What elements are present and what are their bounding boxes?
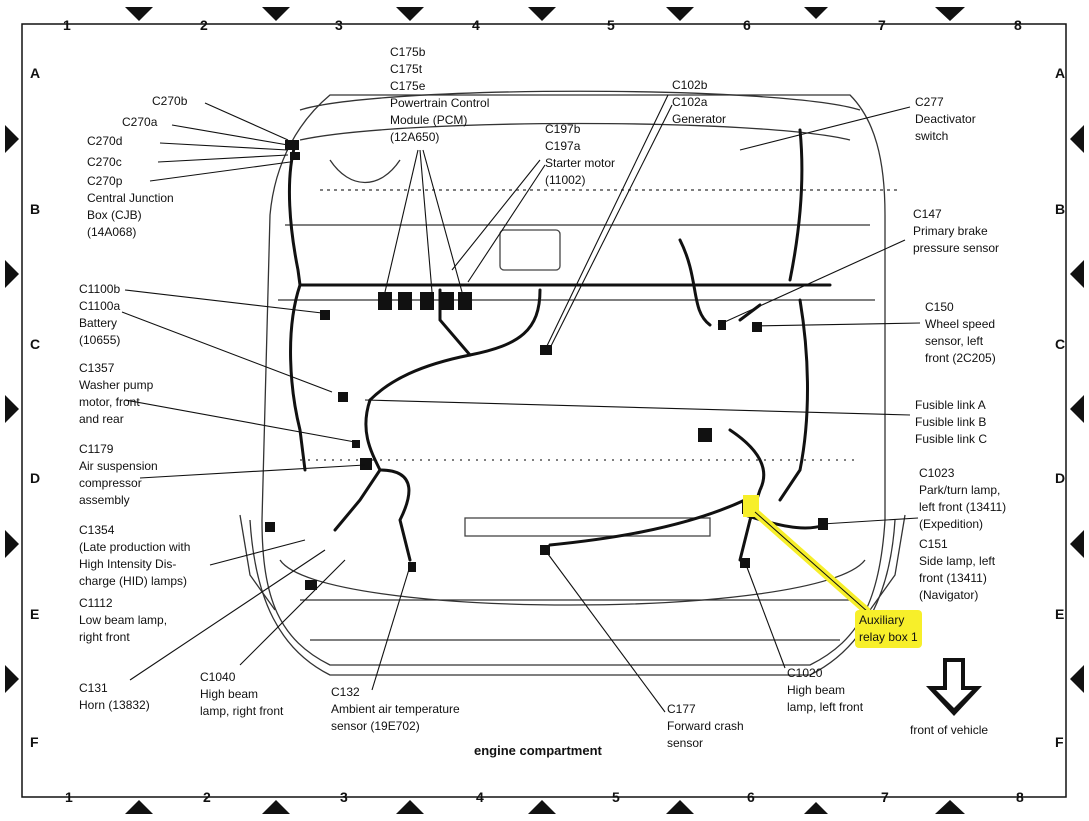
aux-relay-highlight <box>743 495 759 517</box>
label-c1354-hid: C1354 (Late production with High Intensi… <box>79 523 191 588</box>
grid-row-a-right: A <box>1055 65 1066 81</box>
label-c1040-high-beam-right: C1040 High beam lamp, right front <box>200 670 284 718</box>
label-starter-motor: C197b C197a Starter motor (11002) <box>545 122 616 187</box>
wire-harness <box>287 128 832 562</box>
grid-col-3: 3 <box>335 17 343 33</box>
connectors <box>265 140 828 590</box>
grid-row-c: C <box>30 336 41 352</box>
label-auxiliary-relay-box: Auxiliary relay box 1 <box>855 610 922 648</box>
grid-col-3-bottom: 3 <box>340 789 348 805</box>
grid-row-a: A <box>30 65 41 81</box>
front-of-vehicle-label: front of vehicle <box>910 723 989 737</box>
grid-row-d-right: D <box>1055 470 1066 486</box>
label-c270c: C270c <box>87 155 122 169</box>
label-generator: C102b C102a Generator <box>672 78 727 126</box>
grid-col-8-bottom: 8 <box>1016 789 1024 805</box>
grid-col-8: 8 <box>1014 17 1022 33</box>
label-c1020-high-beam-left: C1020 High beam lamp, left front <box>787 666 864 714</box>
grid-col-7-bottom: 7 <box>881 789 889 805</box>
label-c177-crash-sensor: C177 Forward crash sensor <box>667 702 744 750</box>
grid-row-b-right: B <box>1055 201 1066 217</box>
grid-col-4: 4 <box>472 17 480 33</box>
vehicle-outline <box>239 90 906 676</box>
right-grid-markers <box>1070 125 1084 693</box>
aux-relay-leader <box>754 511 869 613</box>
grid-col-1-bottom: 1 <box>65 789 73 805</box>
grid-col-5-bottom: 5 <box>612 789 620 805</box>
grid-row-f-right: F <box>1055 734 1064 750</box>
front-arrow-icon <box>926 658 982 716</box>
label-battery: C1100b C1100a Battery (10655) <box>79 282 121 347</box>
label-fusible-links: Fusible link A Fusible link B Fusible li… <box>915 398 988 446</box>
label-c277-deactivator: C277 Deactivator switch <box>915 95 976 143</box>
grid-row-c-right: C <box>1055 336 1066 352</box>
grid-col-4-bottom: 4 <box>476 789 484 805</box>
label-c151-side-lamp: C151 Side lamp, left front (13411) (Navi… <box>919 537 996 602</box>
label-c131-horn: C131 Horn (13832) <box>79 681 150 712</box>
label-central-junction-box: C270p Central Junction Box (CJB) (14A068… <box>87 174 174 239</box>
bottom-grid-markers <box>125 800 965 814</box>
label-c1357-washer-pump: C1357 Washer pump motor, front and rear <box>79 361 154 426</box>
label-c150-wheel-speed: C150 Wheel speed sensor, left front (2C2… <box>925 300 996 365</box>
grid-row-b: B <box>30 201 41 217</box>
grid-row-d: D <box>30 470 41 486</box>
label-c147-brake-sensor: C147 Primary brake pressure sensor <box>913 207 1000 255</box>
label-c132-ambient-air: C132 Ambient air temperature sensor (19E… <box>331 685 460 733</box>
grid-row-f: F <box>30 734 39 750</box>
grid-col-6: 6 <box>743 17 751 33</box>
label-c270d: C270d <box>87 134 123 148</box>
top-grid-markers <box>125 7 965 21</box>
diagram-title: engine compartment <box>474 743 602 758</box>
leader-lines <box>121 94 921 713</box>
grid-col-2-bottom: 2 <box>203 789 211 805</box>
label-c1023-park-turn: C1023 Park/turn lamp, left front (13411)… <box>919 466 1007 531</box>
label-c1112-low-beam: C1112 Low beam lamp, right front <box>79 596 168 644</box>
grid-col-2: 2 <box>200 17 208 33</box>
diagram-frame <box>21 23 1067 798</box>
left-grid-markers <box>5 125 19 693</box>
grid-row-e: E <box>30 606 40 622</box>
label-c270b: C270b <box>152 94 188 108</box>
grid-col-1: 1 <box>63 17 71 33</box>
label-pcm: C175b C175t C175e Powertrain Control Mod… <box>390 45 490 144</box>
grid-col-7: 7 <box>878 17 886 33</box>
grid-col-5: 5 <box>607 17 615 33</box>
label-c270a: C270a <box>122 115 158 129</box>
grid-row-e-right: E <box>1055 606 1065 622</box>
label-c1179-air-suspension: C1179 Air suspension compressor assembly <box>79 442 158 507</box>
grid-col-6-bottom: 6 <box>747 789 755 805</box>
